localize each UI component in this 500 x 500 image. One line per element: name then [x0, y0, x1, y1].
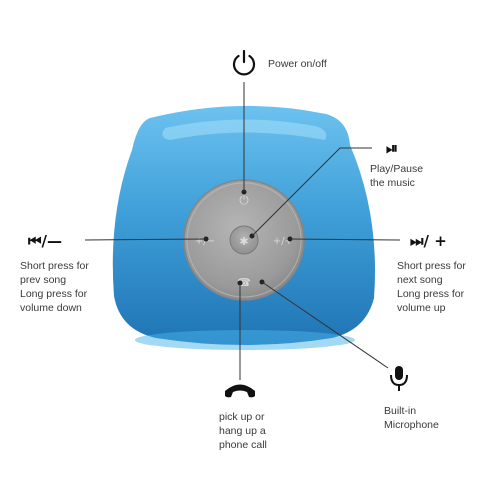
microphone-icon [390, 366, 408, 391]
play-label-line1: Play/Pause [370, 163, 424, 175]
call-label-line2: hang up a [219, 425, 266, 437]
leader-prev [84, 238, 207, 241]
prev-label-line2: prev song [20, 274, 67, 286]
leader-next [289, 238, 401, 241]
leader-mic [261, 281, 389, 369]
center-button [229, 225, 259, 255]
mic-label-line1: Built-in [384, 405, 417, 417]
next-label-line1: Short press for [397, 260, 466, 272]
power-label: Power on/off [268, 58, 327, 70]
call-label-line1: pick up or [219, 411, 265, 423]
speaker-base-glow [135, 330, 355, 350]
prev-label-line3: Long press for [20, 288, 88, 300]
prev-volume-down-icon: ⏮/— [28, 232, 62, 250]
prev-label-line1: Short press for [20, 260, 89, 272]
leader-play [251, 147, 372, 237]
button-top-glyph: ⏻ [239, 193, 249, 207]
button-left-glyph: +/− [195, 236, 215, 247]
next-label-line2: next song [397, 274, 443, 286]
next-label-line4: volume up [397, 302, 446, 314]
mic-label-line2: Microphone [384, 419, 439, 431]
button-right-glyph: +/+ [273, 236, 293, 247]
play-label-line2: the music [370, 177, 415, 189]
call-label-line3: phone call [219, 439, 267, 451]
button-bottom-glyph: ☎ [237, 276, 251, 289]
play-pause-icon: ⏯ [386, 139, 399, 157]
power-icon [232, 49, 256, 76]
button-center-glyph: ✱ [239, 235, 248, 248]
next-label-line3: Long press for [397, 288, 465, 300]
phone-icon [225, 384, 255, 398]
prev-label-line4: volume down [20, 302, 82, 314]
next-volume-up-icon: ⏭/ + [410, 232, 447, 250]
